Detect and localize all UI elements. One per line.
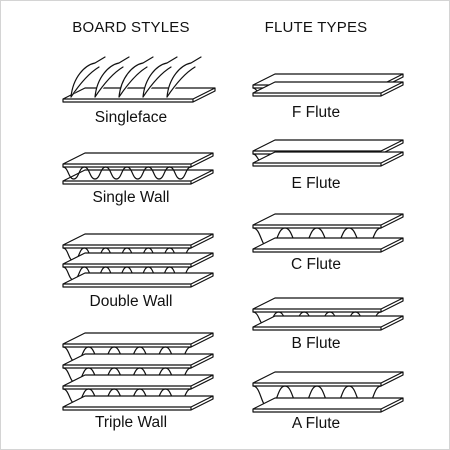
singleface-ridge xyxy=(166,56,202,98)
triple-wall-liner-3 xyxy=(62,374,214,390)
b-flute-illustration xyxy=(252,297,404,331)
board-styles-heading: BOARD STYLES xyxy=(72,19,190,36)
b-flute-illustration-bottom-liner xyxy=(252,315,404,331)
e-flute-label: E Flute xyxy=(291,175,341,192)
b-flute-label: B Flute xyxy=(291,335,341,352)
singleface-ridge xyxy=(142,56,178,98)
flute-types-heading: FLUTE TYPES xyxy=(264,19,368,36)
e-flute-illustration xyxy=(252,139,404,167)
e-flute-illustration-bottom-liner xyxy=(252,151,404,167)
double-wall-top-liner xyxy=(62,233,214,249)
triple-wall-liner-2 xyxy=(62,353,214,369)
a-flute-illustration-bottom-liner xyxy=(252,397,404,413)
single-wall-illustration xyxy=(62,152,214,185)
a-flute-illustration xyxy=(252,371,404,413)
single-wall-flute xyxy=(62,166,192,180)
triple-wall-liner-1 xyxy=(62,332,214,348)
a-flute-label: A Flute xyxy=(291,415,341,432)
double-wall-bottom-liner xyxy=(62,272,214,288)
singleface-ridge xyxy=(94,56,130,98)
triple-wall-label: Triple Wall xyxy=(94,414,168,431)
f-flute-illustration-bottom-liner xyxy=(252,81,404,97)
single-wall-label: Single Wall xyxy=(92,189,170,206)
c-flute-illustration xyxy=(252,213,404,253)
c-flute-illustration-bottom-liner xyxy=(252,237,404,253)
double-wall-upper-flute xyxy=(62,247,192,262)
single-wall-bottom-liner xyxy=(62,169,214,185)
singleface-liner xyxy=(62,87,216,103)
double-wall-middle-liner xyxy=(62,252,214,268)
b-flute-illustration-top-liner xyxy=(252,297,404,313)
triple-wall-liner-4 xyxy=(62,395,214,411)
singleface-ridge xyxy=(118,56,154,98)
f-flute-label: F Flute xyxy=(291,104,341,121)
c-flute-illustration-top-liner xyxy=(252,213,404,229)
single-wall-top-liner xyxy=(62,152,214,168)
singleface-illustration xyxy=(62,56,216,103)
singleface-label: Singleface xyxy=(94,109,168,126)
double-wall-illustration xyxy=(62,233,214,288)
double-wall-label: Double Wall xyxy=(89,293,173,310)
singleface-ridge xyxy=(70,56,106,98)
c-flute-label: C Flute xyxy=(291,256,341,273)
f-flute-illustration xyxy=(252,73,404,97)
triple-wall-illustration xyxy=(62,332,214,411)
double-wall-lower-flute xyxy=(62,266,192,281)
a-flute-illustration-top-liner xyxy=(252,371,404,387)
